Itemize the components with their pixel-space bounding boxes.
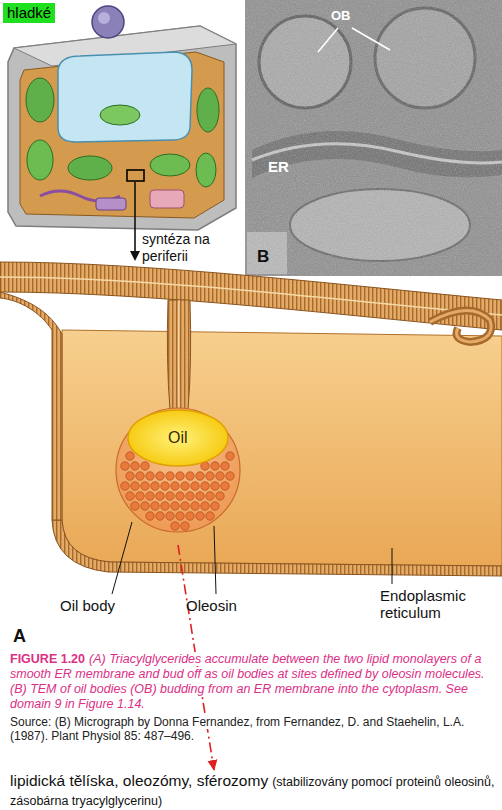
plant-cell [8, 6, 236, 230]
er-illustration [0, 262, 502, 594]
oleosin-dot [156, 472, 164, 480]
oleosin-dot [206, 492, 214, 500]
oleosin-dot [161, 482, 169, 490]
oleosin-dot [141, 482, 149, 490]
oleosin-dot [186, 512, 194, 520]
oleosin-dot [226, 472, 234, 480]
oleosin-dot [196, 472, 204, 480]
oleosin-dot [221, 482, 229, 490]
oleosin-dot [176, 472, 184, 480]
oleosin-dot [156, 492, 164, 500]
oleosin-dot [166, 492, 174, 500]
oil-core: Oil [164, 427, 192, 449]
oleosin-dot [206, 512, 214, 520]
figure-number: FIGURE 1.20 [10, 652, 85, 666]
oleosin-dot [156, 512, 164, 520]
oleosin-dot [126, 492, 134, 500]
oleosin-dot [221, 462, 229, 470]
caption-block: FIGURE 1.20(A) Triacylglycerides accumul… [10, 652, 496, 743]
oleosin-dot [226, 452, 234, 460]
oleosin-dot [181, 502, 189, 510]
oleosin-dot [131, 482, 139, 490]
oleosin-dot [121, 462, 129, 470]
oleosin-dot [166, 512, 174, 520]
note: lipidická tělíska, oleozómy, sférozomy(s… [10, 772, 498, 810]
oleosin-dot [211, 502, 219, 510]
oleosin-dot [146, 472, 154, 480]
oleosin-dot [136, 492, 144, 500]
annotation: syntéza na periferii [142, 231, 242, 265]
oleosin-dot [141, 462, 149, 470]
oleosin-dot [196, 512, 204, 520]
oleosin-dot [121, 482, 129, 490]
oleosin-dot [171, 502, 179, 510]
part-label: Oleosin [186, 597, 237, 614]
oleosin-dot [186, 492, 194, 500]
note-main: lipidická tělíska, oleozómy, sférozomy [10, 772, 268, 789]
oleosin-dot [176, 512, 184, 520]
oleosin-dot [131, 502, 139, 510]
oleosin-dot [146, 492, 154, 500]
highlight-box: hladké [3, 3, 55, 23]
oleosin-dot [151, 482, 159, 490]
oleosin-dot [191, 502, 199, 510]
oleosin-dot [201, 482, 209, 490]
oleosin-dot [211, 462, 219, 470]
panel-letter: A [13, 626, 26, 647]
oleosin-dot [126, 452, 134, 460]
source-text: Source: (B) Micrograph by Donna Fernande… [10, 715, 464, 743]
part-label: Oil body [60, 597, 115, 614]
oleosin-dot [216, 472, 224, 480]
oleosin-dot [171, 482, 179, 490]
oleosin-dot [126, 472, 134, 480]
oleosin-dot [151, 502, 159, 510]
part-label: ER [268, 158, 289, 175]
oleosin-dot [176, 492, 184, 500]
source-note: Source: (B) Micrograph by Donna Fernande… [10, 715, 496, 743]
oleosin-dot [166, 472, 174, 480]
zoom-arrow [134, 182, 136, 259]
oleosin-dot [216, 492, 224, 500]
oleosin-dot [181, 482, 189, 490]
oleosin-dot [211, 482, 219, 490]
oleosin-dot [146, 512, 154, 520]
node-text: Oil [168, 429, 188, 447]
oleosin-dot [171, 522, 179, 530]
node-text: hladké [7, 4, 51, 22]
oleosin-dot [206, 472, 214, 480]
oleosin-dot [196, 492, 204, 500]
part-label: OB [331, 8, 351, 23]
micrograph [245, 0, 502, 276]
panel-letter: B [257, 247, 269, 267]
oleosin-dot [141, 502, 149, 510]
oleosin-dot [201, 502, 209, 510]
oleosin-dot [181, 522, 189, 530]
oleosin-dot [161, 502, 169, 510]
part-label: Endoplasmic reticulum [380, 587, 498, 621]
oleosin-dot [136, 472, 144, 480]
oleosin-dot [191, 482, 199, 490]
caption: FIGURE 1.20(A) Triacylglycerides accumul… [10, 652, 496, 712]
oleosin-dot [131, 462, 139, 470]
oleosin-dot [186, 472, 194, 480]
